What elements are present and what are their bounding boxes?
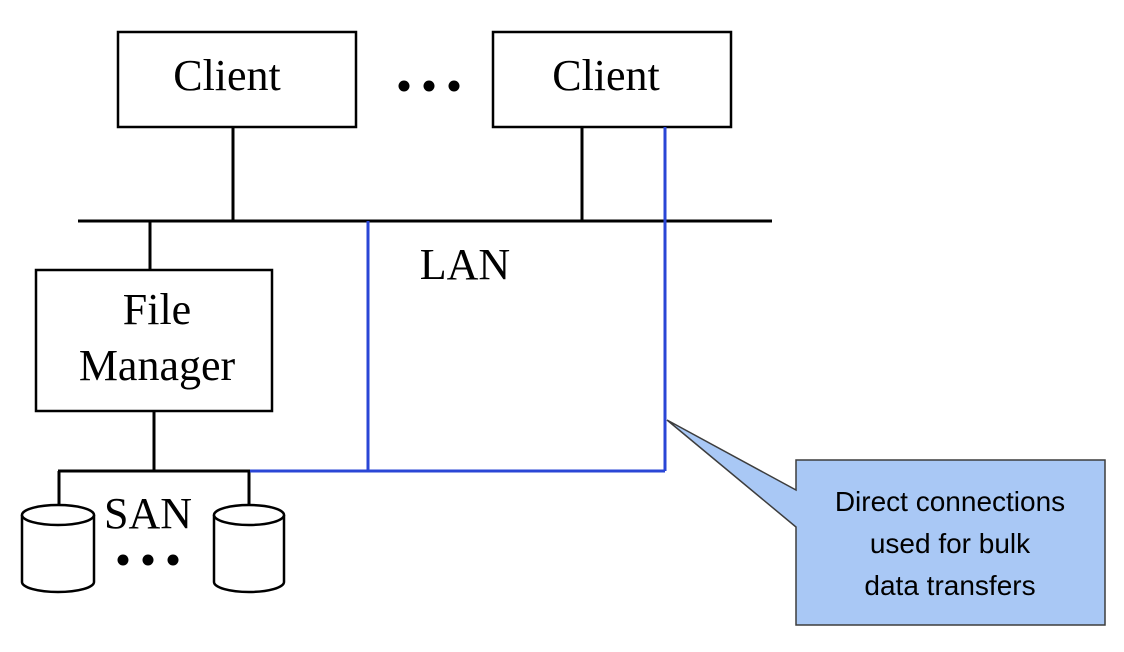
callout-line1: Direct connections — [835, 486, 1065, 517]
file-manager-label-line1: File — [123, 285, 191, 334]
lan-label: LAN — [420, 240, 510, 289]
ellipsis-icon — [117, 554, 179, 566]
callout-line3: data transfers — [864, 570, 1035, 601]
callout: Direct connections used for bulk data tr… — [666, 419, 1106, 626]
ellipsis-icon — [398, 80, 460, 92]
callout-bubble — [666, 419, 1106, 626]
client-node-right: Client — [491, 30, 733, 129]
disk-icon — [212, 503, 286, 594]
direct-connections — [250, 127, 667, 473]
file-manager-box — [34, 268, 274, 413]
file-manager-label-line2: Manager — [79, 341, 236, 390]
client-node-left: Client — [116, 30, 358, 129]
client-box-left — [116, 30, 358, 129]
client-label-right: Client — [552, 51, 660, 100]
client-label-left: Client — [173, 51, 281, 100]
disk-icon — [20, 503, 96, 594]
callout-line2: used for bulk — [870, 528, 1031, 559]
client-box-right — [491, 30, 733, 129]
san-label: SAN — [104, 489, 192, 538]
file-manager-node: File Manager — [34, 268, 274, 413]
